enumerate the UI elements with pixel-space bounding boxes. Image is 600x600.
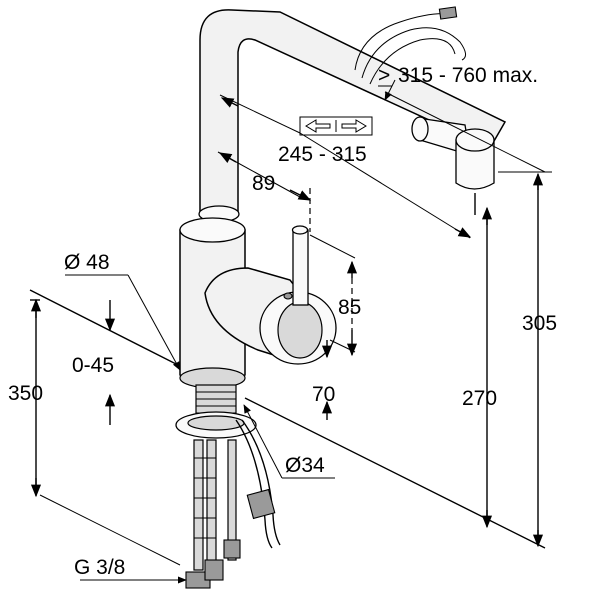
hose-length-label: 350 [8,382,43,405]
dimension-labels: > 315 - 760 max. 245 - 315 89 Ø 48 85 30… [8,64,557,579]
countertop-thickness-label: 0-45 [72,354,114,377]
pullout-spray-head [411,116,495,215]
spout [198,9,507,223]
countertop-lines [29,289,546,566]
pullout-range-label: 315 - 760 max. [398,64,538,87]
spout-reach-label: 245 - 315 [278,143,367,166]
body-height-label: 70 [312,383,335,406]
lever-height-label: 85 [338,296,361,319]
spout-height-label: 270 [462,387,497,410]
pullout-prefix-label: > [378,64,390,87]
hose-sketch [354,6,466,85]
body-diameter-label: Ø 48 [64,251,110,274]
mixer-lever [204,225,337,365]
total-height-label: 305 [522,312,557,335]
threaded-shank [175,384,257,439]
lever-offset-label: 89 [252,172,275,195]
hole-diameter-label: Ø34 [285,454,325,477]
dimension-lines [30,79,552,584]
supply-hoses [185,419,281,589]
connection-thread-label: G 3/8 [74,556,125,579]
